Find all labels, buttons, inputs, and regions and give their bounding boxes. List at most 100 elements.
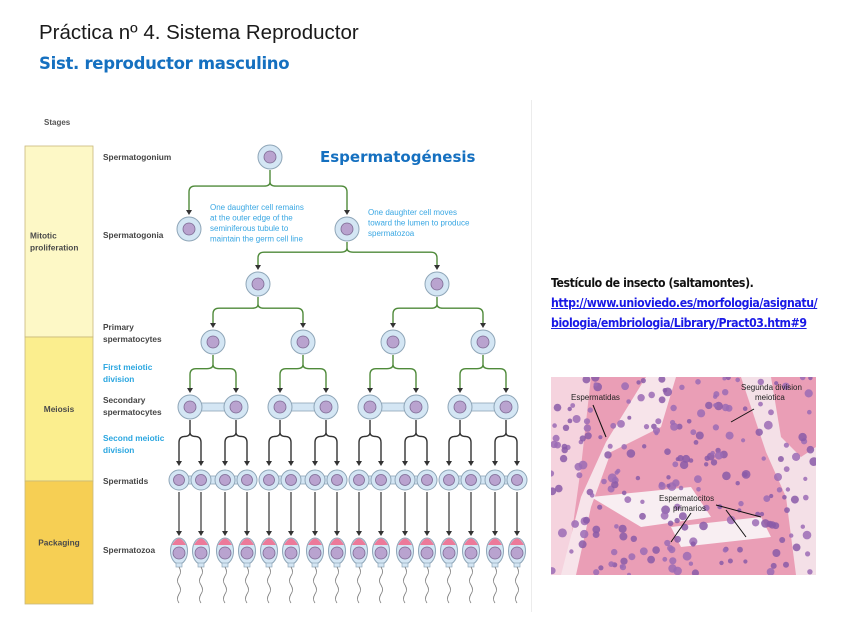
cell-nucleus	[722, 389, 729, 396]
spermatozoon-nucleus	[352, 546, 366, 560]
row-label-second-meiotic: Second meiotic	[103, 433, 165, 443]
cell-nucleus	[735, 377, 740, 383]
cell-nucleus	[690, 429, 697, 436]
cell-nucleus	[674, 535, 681, 543]
acrosome	[420, 538, 434, 545]
spermatogonia-daughter-cell-nucleus	[251, 277, 265, 291]
division-arrow	[392, 297, 484, 324]
acrosome	[398, 538, 412, 545]
arrowhead-icon	[266, 461, 272, 466]
cell-nucleus	[640, 378, 646, 384]
midpiece	[401, 562, 409, 568]
acrosome	[464, 538, 478, 545]
cell-nucleus	[674, 503, 681, 511]
acrosome	[240, 538, 254, 545]
annotation-remains: seminiferous tubule to	[210, 224, 289, 233]
cell-nucleus	[678, 485, 684, 491]
cell-nucleus	[751, 519, 760, 527]
arrowhead-icon	[434, 265, 440, 270]
cell-nucleus	[776, 487, 783, 493]
source-link[interactable]: http://www.unioviedo.es/morfologia/asign…	[551, 296, 818, 330]
arrowhead-icon	[492, 531, 498, 536]
stage-label: proliferation	[30, 243, 78, 253]
spermatozoon-nucleus	[172, 546, 186, 560]
cell-nucleus	[691, 569, 699, 575]
spermatogonium-cell-nucleus	[263, 150, 277, 164]
cell-nucleus	[667, 520, 674, 527]
cell-nucleus	[759, 511, 765, 517]
pointer-arrow	[725, 509, 747, 538]
spermatozoon-nucleus	[240, 546, 254, 560]
arrowhead-icon	[176, 531, 182, 536]
arrowhead-icon	[390, 323, 396, 328]
row-label-spermatogonia: Spermatogonia	[103, 230, 164, 240]
arrowhead-icon	[468, 461, 474, 466]
cell-nucleus	[741, 470, 751, 479]
cell-nucleus	[557, 528, 567, 538]
stage-label: Mitotic	[30, 231, 57, 241]
cell-nucleus	[627, 415, 632, 420]
spermatid-nucleus	[219, 474, 231, 486]
cell-nucleus	[574, 462, 583, 471]
cell-nucleus	[610, 422, 617, 429]
cell-nucleus	[738, 500, 744, 507]
cell-nucleus	[640, 499, 645, 504]
spermatozoon-nucleus	[420, 546, 434, 560]
cell-nucleus	[666, 483, 671, 488]
annotation-moves: spermatozoa	[368, 229, 415, 238]
midpiece	[265, 562, 273, 568]
cell-nucleus	[774, 473, 782, 481]
arrowhead-icon	[457, 388, 463, 393]
spermatozoon-nucleus	[194, 546, 208, 560]
cell-nucleus	[741, 438, 746, 443]
cell-nucleus	[569, 549, 574, 554]
cell-nucleus	[693, 440, 699, 445]
arrowhead-icon	[288, 461, 294, 466]
cell-nucleus	[686, 419, 692, 424]
cell-nucleus	[658, 396, 666, 404]
midpiece	[197, 562, 205, 568]
cell-nucleus	[803, 494, 809, 501]
cell-nucleus	[608, 561, 615, 567]
midpiece	[333, 562, 341, 568]
arrowhead-icon	[277, 388, 283, 393]
division-arrow	[257, 242, 438, 266]
cell-nucleus	[806, 445, 815, 454]
spermatid-nucleus	[331, 474, 343, 486]
cell-nucleus	[592, 525, 601, 534]
cell-nucleus	[790, 495, 799, 504]
cell-nucleus	[589, 493, 595, 498]
annotation-remains: One daughter cell remains	[210, 203, 304, 212]
cell-nucleus	[567, 418, 573, 424]
cell-nucleus	[766, 568, 775, 575]
cell-nucleus	[658, 481, 665, 487]
spermatozoon-nucleus	[284, 546, 298, 560]
cell-nucleus	[761, 456, 766, 461]
midpiece	[221, 562, 229, 568]
cell-nucleus	[664, 539, 671, 547]
cell-nucleus	[674, 517, 680, 524]
cell-nucleus	[660, 511, 669, 520]
flagellum	[177, 566, 181, 604]
cell-nucleus	[582, 377, 591, 384]
cell-nucleus	[808, 377, 813, 381]
cell-nucleus	[705, 401, 713, 410]
row-label-spermatogonium: Spermatogonium	[103, 152, 171, 162]
cell-nucleus	[591, 377, 600, 382]
arrowhead-icon	[186, 210, 192, 215]
cell-nucleus	[670, 404, 677, 412]
cell-nucleus	[694, 475, 702, 483]
cell-nucleus	[639, 512, 646, 520]
first-meiotic-arrow	[279, 355, 327, 389]
cell-nucleus	[627, 572, 631, 575]
primary-spermatocyte-cell-nucleus	[296, 335, 310, 349]
slide-title: Práctica nº 4. Sistema Reproductor	[39, 21, 359, 44]
cell-nucleus	[682, 454, 691, 463]
cell-nucleus	[695, 379, 701, 385]
cell-nucleus	[607, 443, 613, 449]
spermatid-nucleus	[241, 474, 253, 486]
cell-nucleus	[571, 520, 579, 528]
arrowhead-icon	[334, 531, 340, 536]
cell-nucleus	[719, 560, 724, 566]
cell-nucleus	[809, 457, 816, 466]
